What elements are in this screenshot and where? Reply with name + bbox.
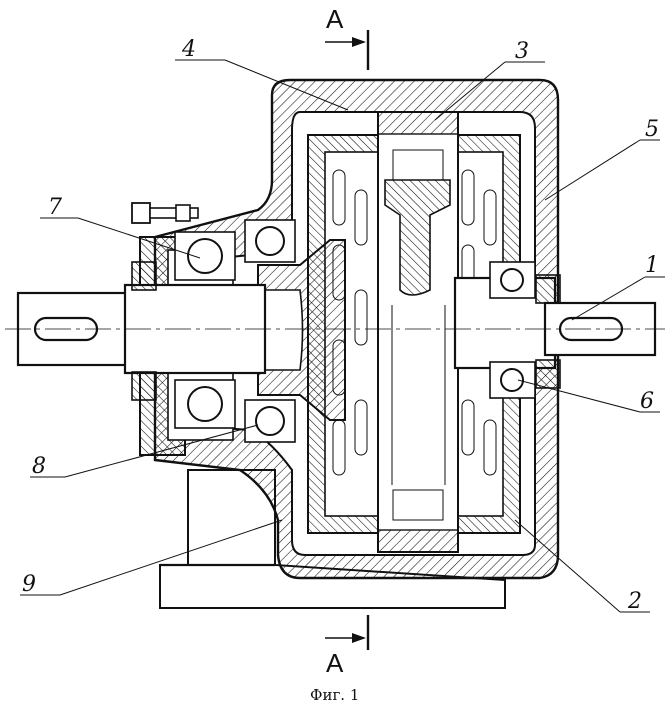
inner-hub <box>257 239 346 421</box>
part-label-6: 6 <box>640 389 654 414</box>
section-marker-bottom: A <box>325 615 370 678</box>
shaft-seals <box>131 261 561 401</box>
section-marker-top: A <box>325 4 370 70</box>
part-label-5: 5 <box>645 117 659 142</box>
left-bearings <box>174 219 296 443</box>
part-label-7: 7 <box>48 195 62 220</box>
part-label-2: 2 <box>627 589 642 614</box>
part-label-8: 8 <box>32 454 46 479</box>
bolt <box>131 202 199 224</box>
part-label-1: 1 <box>645 253 659 278</box>
part-label-4: 4 <box>181 37 196 62</box>
figure-caption: Фиг. 1 <box>310 686 359 704</box>
section-label-top: A <box>326 4 344 34</box>
right-bearings <box>489 261 536 399</box>
part-label-9: 9 <box>22 572 36 597</box>
leader-lines <box>20 59 665 613</box>
central-gear <box>377 111 459 553</box>
section-label-bottom: A <box>326 648 344 678</box>
part-label-3: 3 <box>515 39 529 64</box>
